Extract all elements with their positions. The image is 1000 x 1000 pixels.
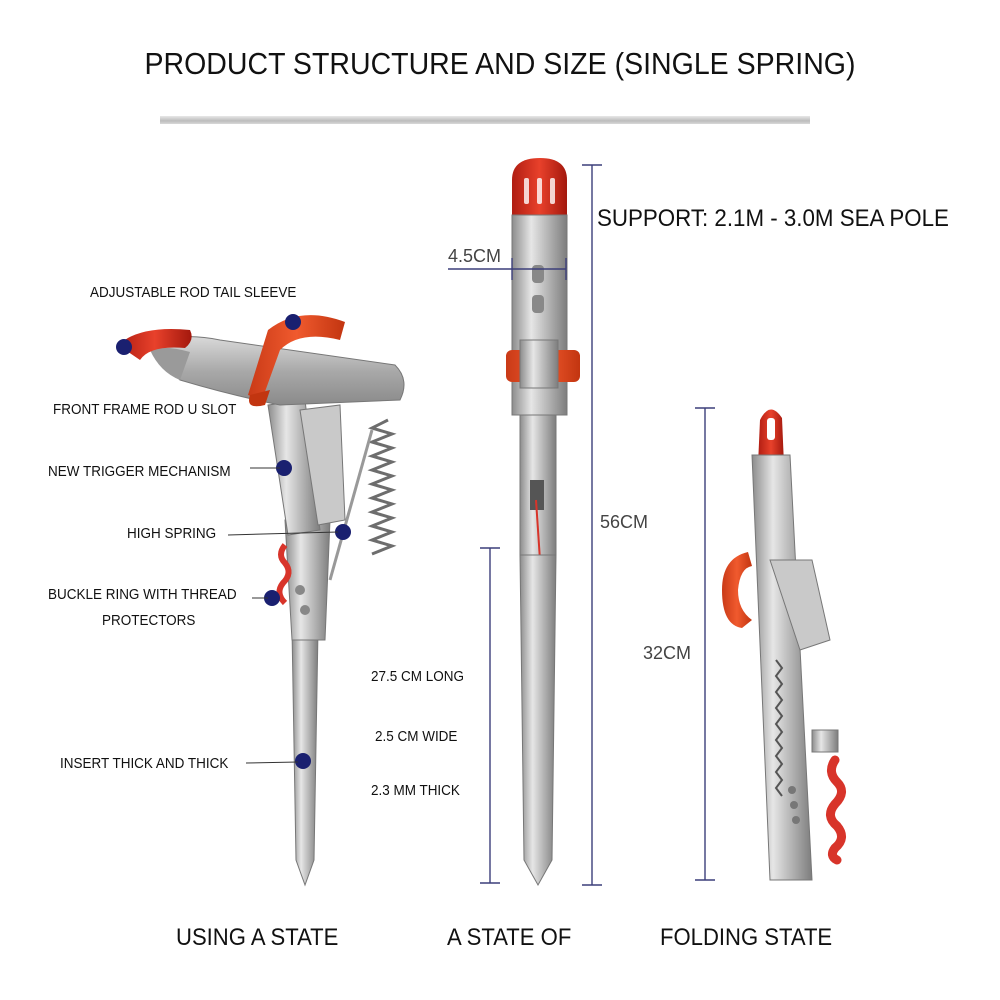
dimension-lines-middle — [448, 164, 602, 886]
marker-dot — [285, 314, 301, 330]
marker-dot — [295, 753, 311, 769]
spec-width: 2.5 CM WIDE — [375, 729, 458, 745]
support-text: SUPPORT: 2.1M - 3.0M SEA POLE — [597, 205, 949, 232]
label-trigger-mechanism: NEW TRIGGER MECHANISM — [48, 464, 231, 480]
page-title: PRODUCT STRUCTURE AND SIZE (SINGLE SPRIN… — [144, 46, 856, 81]
callout-markers — [116, 314, 351, 769]
label-buckle-ring-line2: PROTECTORS — [102, 613, 196, 629]
spec-length: 27.5 CM LONG — [371, 669, 464, 685]
dimension-width-label: 4.5CM — [448, 246, 502, 266]
marker-dot — [264, 590, 280, 606]
marker-dot — [335, 524, 351, 540]
callout-lines — [227, 467, 339, 764]
caption-folding-state: FOLDING STATE — [660, 924, 833, 951]
label-front-frame-u-slot: FRONT FRAME ROD U SLOT — [53, 402, 237, 418]
title-divider — [160, 116, 810, 124]
marker-dot — [276, 460, 292, 476]
label-insert: INSERT THICK AND THICK — [60, 756, 229, 772]
dimension-line-right — [695, 407, 715, 881]
dimension-folded-length-label: 32CM — [643, 643, 692, 663]
caption-state-of: A STATE OF — [447, 924, 572, 951]
folding-state-rod-holder — [722, 409, 846, 881]
label-rod-tail-sleeve: ADJUSTABLE ROD TAIL SLEEVE — [90, 285, 297, 301]
extended-state-rod-holder — [506, 158, 580, 887]
marker-dot — [116, 339, 132, 355]
label-high-spring: HIGH SPRING — [127, 526, 217, 542]
dimension-total-length-label: 56CM — [600, 512, 649, 532]
spec-thickness: 2.3 MM THICK — [371, 783, 460, 799]
label-buckle-ring-line1: BUCKLE RING WITH THREAD — [48, 587, 237, 603]
caption-using-state: USING A STATE — [176, 924, 339, 951]
